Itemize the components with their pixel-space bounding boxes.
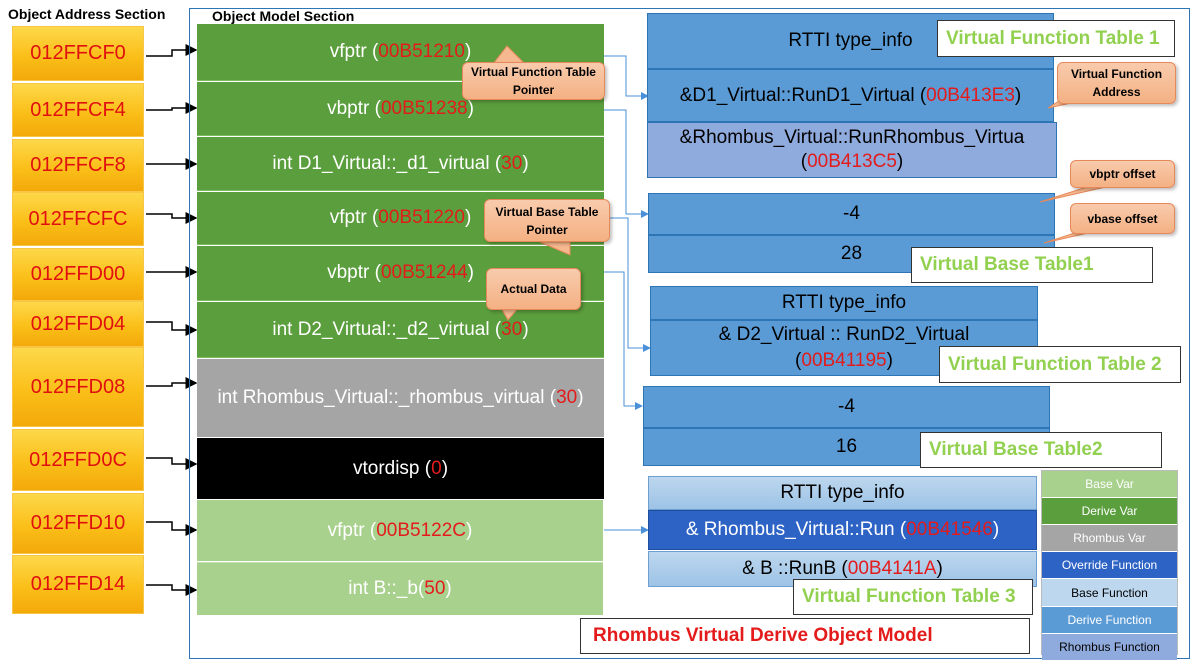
model-section-header: Object Model Section [212, 8, 355, 24]
model-row-vfptr-3: vfptr (00B5122C) [197, 500, 603, 561]
callout-vftable-pointer: Virtual Function Table Pointer [462, 62, 605, 100]
callout-vbtable-pointer: Virtual Base Table Pointer [484, 199, 610, 242]
vft1-title: Virtual Function Table 1 [937, 20, 1175, 57]
callout-vbase-offset: vbase offset [1070, 203, 1175, 234]
callout-vfunction-address: Virtual Function Address [1057, 62, 1176, 104]
legend: Base Var Derive Var Rhombus Var Override… [1041, 470, 1178, 660]
address-cell: 012FFD10 [12, 493, 144, 554]
legend-derive-function: Derive Function [1042, 607, 1177, 634]
vft3-title: Virtual Function Table 3 [793, 579, 1033, 615]
vbt1-title: Virtual Base Table1 [911, 247, 1153, 283]
legend-override-function: Override Function [1042, 552, 1177, 579]
address-cell: 012FFD0C [12, 429, 144, 491]
vbt2-row-1: -4 [643, 386, 1050, 428]
address-cell: 012FFCF8 [12, 139, 144, 192]
address-cell: 012FFCF4 [12, 83, 144, 137]
vbt2-title: Virtual Base Table2 [920, 432, 1162, 468]
model-row-rhombus-virtual: int Rhombus_Virtual::_rhombus_virtual (3… [197, 359, 604, 437]
address-section-header: Object Address Section [8, 6, 166, 22]
address-cell: 012FFD08 [12, 347, 144, 427]
model-row-b: int B::_b(50) [197, 562, 603, 615]
vft2-title: Virtual Function Table 2 [939, 346, 1181, 383]
vft1-entry-rhombus: &Rhombus_Virtual::RunRhombus_Virtua (00B… [647, 122, 1057, 178]
address-cell: 012FFCFC [12, 192, 144, 246]
vft3-rtti: RTTI type_info [648, 476, 1037, 510]
vft3-entry-override: & Rhombus_Virtual::Run (00B41546) [648, 510, 1037, 550]
address-cell: 012FFD14 [12, 555, 144, 614]
vft2-rtti: RTTI type_info [650, 286, 1038, 320]
address-cell: 012FFD00 [12, 248, 144, 301]
callout-actual-data: Actual Data [486, 268, 581, 310]
legend-derive-var: Derive Var [1042, 498, 1177, 525]
legend-rhombus-function: Rhombus Function [1042, 634, 1177, 660]
legend-base-function: Base Function [1042, 579, 1177, 607]
legend-base-var: Base Var [1042, 471, 1177, 498]
model-row-d2-virtual: int D2_Virtual::_d2_virtual (30) [197, 302, 604, 358]
address-cell: 012FFCF0 [12, 26, 144, 81]
diagram-title: Rhombus Virtual Derive Object Model [580, 618, 1030, 654]
vft1-entry-d1: &D1_Virtual::RunD1_Virtual (00B413E3) [647, 69, 1054, 122]
address-cell: 012FFD04 [12, 301, 144, 347]
legend-rhombus-var: Rhombus Var [1042, 525, 1177, 552]
vbt1-row-1: -4 [648, 193, 1055, 235]
callout-vbptr-offset: vbptr offset [1070, 160, 1175, 188]
model-row-vtordisp: vtordisp (0) [197, 438, 604, 499]
model-row-d1-virtual: int D1_Virtual::_d1_virtual (30) [197, 137, 604, 191]
